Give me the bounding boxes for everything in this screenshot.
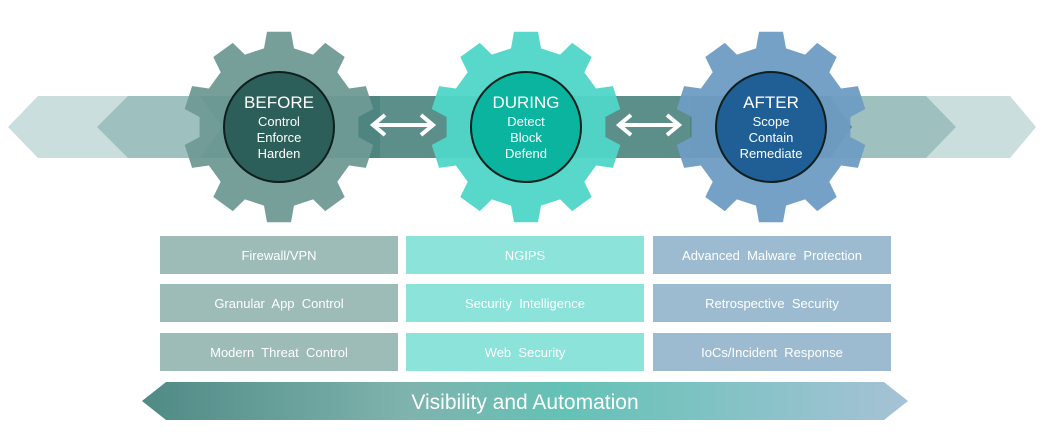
capability-label: Granular App Control (214, 296, 343, 311)
phase-before: BEFORE Control Enforce Harden (223, 71, 335, 183)
phase-line-after-1: Scope (753, 114, 790, 129)
capability-box (406, 333, 644, 371)
capability-box (406, 284, 644, 322)
capability-label: Modern Threat Control (210, 345, 348, 360)
phase-line-after-3: Remediate (740, 146, 803, 161)
phase-line-before-2: Enforce (257, 130, 302, 145)
capability-label: Security Intelligence (465, 296, 585, 311)
capability-box (653, 284, 891, 322)
double-arrow-icon (369, 113, 437, 137)
phase-line-during-2: Block (510, 130, 542, 145)
phase-line-after-2: Contain (749, 130, 794, 145)
phase-line-before-1: Control (258, 114, 300, 129)
phase-during: DURING Detect Block Defend (470, 71, 582, 183)
capability-label: Advanced Malware Protection (682, 248, 862, 263)
capability-box (406, 236, 644, 274)
banner-shape (142, 382, 908, 420)
phase-title-during: DURING (492, 93, 559, 112)
capability-box (160, 236, 398, 274)
visibility-banner: Visibility and Automation (142, 382, 908, 420)
capability-box (653, 236, 891, 274)
phase-after: AFTER Scope Contain Remediate (715, 71, 827, 183)
capability-label: Web Security (485, 345, 566, 360)
capability-box (160, 333, 398, 371)
phase-circle-before (223, 71, 335, 183)
double-arrow-icon (615, 113, 683, 137)
banner-label: Visibility and Automation (411, 391, 638, 414)
phase-line-before-3: Harden (258, 146, 301, 161)
capability-column-during: NGIPS Security Intelligence Web Security (406, 236, 644, 371)
phase-circle-during (470, 71, 582, 183)
phase-line-during-3: Defend (505, 146, 547, 161)
capability-column-after: Advanced Malware Protection Retrospectiv… (653, 236, 891, 371)
capability-column-before: Firewall/VPN Granular App Control Modern… (160, 236, 398, 371)
capability-label: Retrospective Security (705, 296, 839, 311)
capability-label: Firewall/VPN (241, 248, 316, 263)
phase-circle-after (715, 71, 827, 183)
phase-title-before: BEFORE (244, 93, 314, 112)
capability-label: NGIPS (505, 248, 546, 263)
phase-title-after: AFTER (743, 93, 799, 112)
capability-box (653, 333, 891, 371)
phase-line-during-1: Detect (507, 114, 545, 129)
capability-label: IoCs/Incident Response (701, 345, 843, 360)
capability-box (160, 284, 398, 322)
